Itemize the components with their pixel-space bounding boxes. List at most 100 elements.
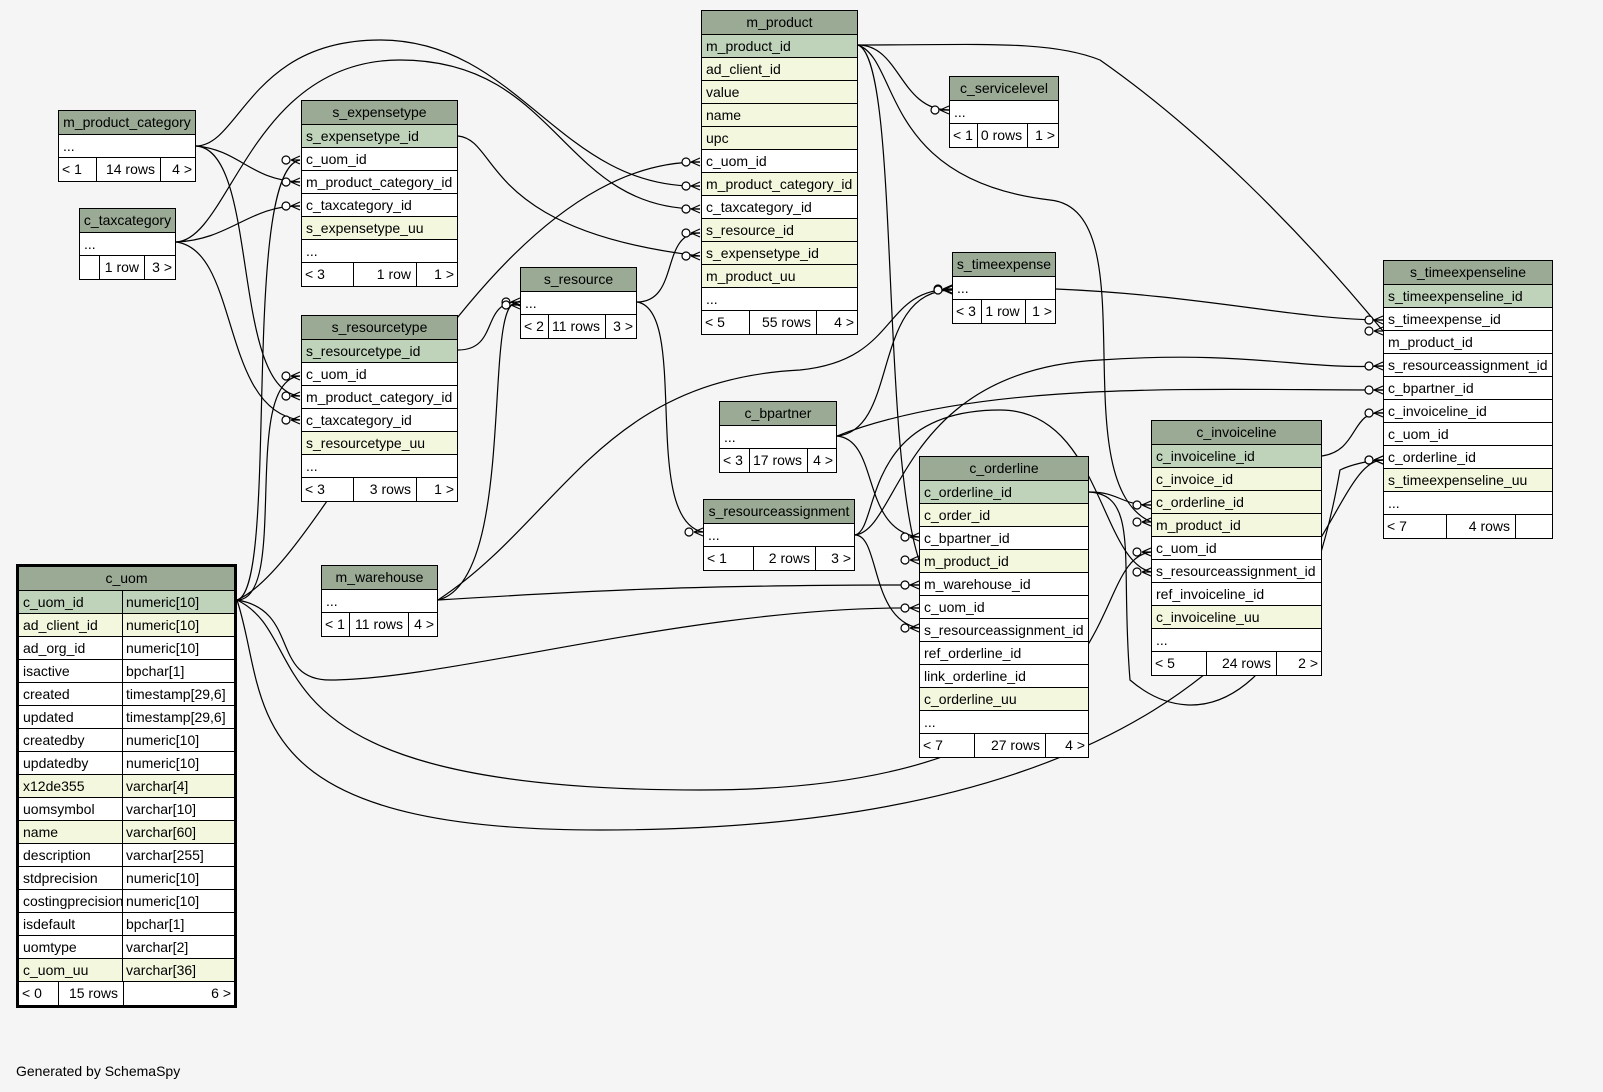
table-title[interactable]: m_product: [702, 11, 857, 35]
column-row[interactable]: ...: [1384, 492, 1552, 515]
parent-count-link[interactable]: [80, 256, 100, 279]
column-row[interactable]: ad_client_id: [702, 58, 857, 81]
column-row[interactable]: c_bpartner_id: [1384, 377, 1552, 400]
column-row[interactable]: ...: [322, 590, 437, 613]
column-row[interactable]: ...: [702, 288, 857, 311]
column-row[interactable]: c_orderline_uu: [920, 688, 1088, 711]
child-count-link[interactable]: 3 >: [613, 318, 633, 334]
column-row[interactable]: s_resourceassignment_id: [1384, 354, 1552, 377]
column-row[interactable]: c_uom_id: [920, 596, 1088, 619]
table-title[interactable]: s_resourceassignment: [704, 500, 854, 524]
table-title[interactable]: s_expensetype: [302, 101, 457, 125]
primary-key-column[interactable]: s_expensetype_id: [302, 125, 457, 148]
child-count-link[interactable]: 4 >: [414, 616, 434, 632]
child-count-link[interactable]: 4 >: [1065, 737, 1085, 753]
column-row[interactable]: ...: [59, 135, 195, 158]
column-row[interactable]: ...: [302, 455, 457, 478]
column-row[interactable]: m_warehouse_id: [920, 573, 1088, 596]
table-title[interactable]: c_orderline: [920, 457, 1088, 481]
column-row[interactable]: c_uom_id: [1384, 423, 1552, 446]
parent-count-link[interactable]: < 1: [950, 124, 978, 147]
parent-count-link[interactable]: < 1: [59, 158, 97, 181]
child-count-link[interactable]: 3 >: [152, 259, 172, 275]
table-title[interactable]: c_invoiceline: [1152, 421, 1321, 445]
table-title[interactable]: s_resource: [521, 268, 636, 292]
column-row[interactable]: c_uom_id: [702, 150, 857, 173]
column-row[interactable]: c_uom_id: [302, 363, 457, 386]
primary-key-column[interactable]: s_timeexpenseline_id: [1384, 285, 1552, 308]
parent-count-link[interactable]: < 7: [920, 734, 975, 757]
child-count-link[interactable]: 2 >: [1298, 655, 1318, 671]
column-row[interactable]: ref_orderline_id: [920, 642, 1088, 665]
table-title[interactable]: c_uom: [19, 567, 234, 591]
column-row[interactable]: s_resourceassignment_id: [1152, 560, 1321, 583]
parent-count-link[interactable]: < 0: [19, 982, 59, 1005]
column-row[interactable]: c_uom_id: [302, 148, 457, 171]
parent-count-link[interactable]: < 3: [302, 263, 354, 286]
column-row[interactable]: ...: [302, 240, 457, 263]
column-row[interactable]: m_product_category_id: [302, 171, 457, 194]
column-row[interactable]: s_resourcetype_uu: [302, 432, 457, 455]
parent-count-link[interactable]: < 1: [322, 613, 350, 636]
column-row[interactable]: value: [702, 81, 857, 104]
child-count-link[interactable]: 4 >: [813, 452, 833, 468]
column-row[interactable]: s_resource_id: [702, 219, 857, 242]
column-row[interactable]: ...: [950, 101, 1058, 124]
column-row[interactable]: c_uom_id: [1152, 537, 1321, 560]
column-row[interactable]: name: [702, 104, 857, 127]
primary-key-column[interactable]: s_resourcetype_id: [302, 340, 457, 363]
parent-count-link[interactable]: < 7: [1384, 515, 1447, 538]
primary-key-column[interactable]: c_invoiceline_id: [1152, 445, 1321, 468]
column-row[interactable]: c_invoiceline_id: [1384, 400, 1552, 423]
column-row[interactable]: ...: [920, 711, 1088, 734]
column-row[interactable]: c_taxcategory_id: [302, 409, 457, 432]
table-title[interactable]: c_servicelevel: [950, 77, 1058, 101]
child-count-link[interactable]: 3 >: [831, 550, 851, 566]
column-row[interactable]: ...: [953, 277, 1055, 300]
column-row[interactable]: ...: [521, 292, 636, 315]
column-row[interactable]: m_product_id: [1384, 331, 1552, 354]
column-row[interactable]: c_taxcategory_id: [302, 194, 457, 217]
child-count-link[interactable]: 1 >: [434, 481, 454, 497]
column-row[interactable]: c_orderline_id: [1152, 491, 1321, 514]
column-row[interactable]: s_timeexpenseline_uu: [1384, 469, 1552, 492]
column-row[interactable]: m_product_uu: [702, 265, 857, 288]
column-row[interactable]: c_taxcategory_id: [702, 196, 857, 219]
table-title[interactable]: s_timeexpense: [953, 253, 1055, 277]
child-count-link[interactable]: 1 >: [434, 266, 454, 282]
parent-count-link[interactable]: < 2: [521, 315, 549, 338]
column-row[interactable]: c_invoiceline_uu: [1152, 606, 1321, 629]
child-count-link[interactable]: 4 >: [172, 161, 192, 177]
column-row[interactable]: ref_invoiceline_id: [1152, 583, 1321, 606]
primary-key-column[interactable]: m_product_id: [702, 35, 857, 58]
parent-count-link[interactable]: < 3: [953, 300, 983, 323]
child-count-link[interactable]: 1 >: [1032, 303, 1052, 319]
table-title[interactable]: m_warehouse: [322, 566, 437, 590]
column-row[interactable]: c_orderline_id: [1384, 446, 1552, 469]
